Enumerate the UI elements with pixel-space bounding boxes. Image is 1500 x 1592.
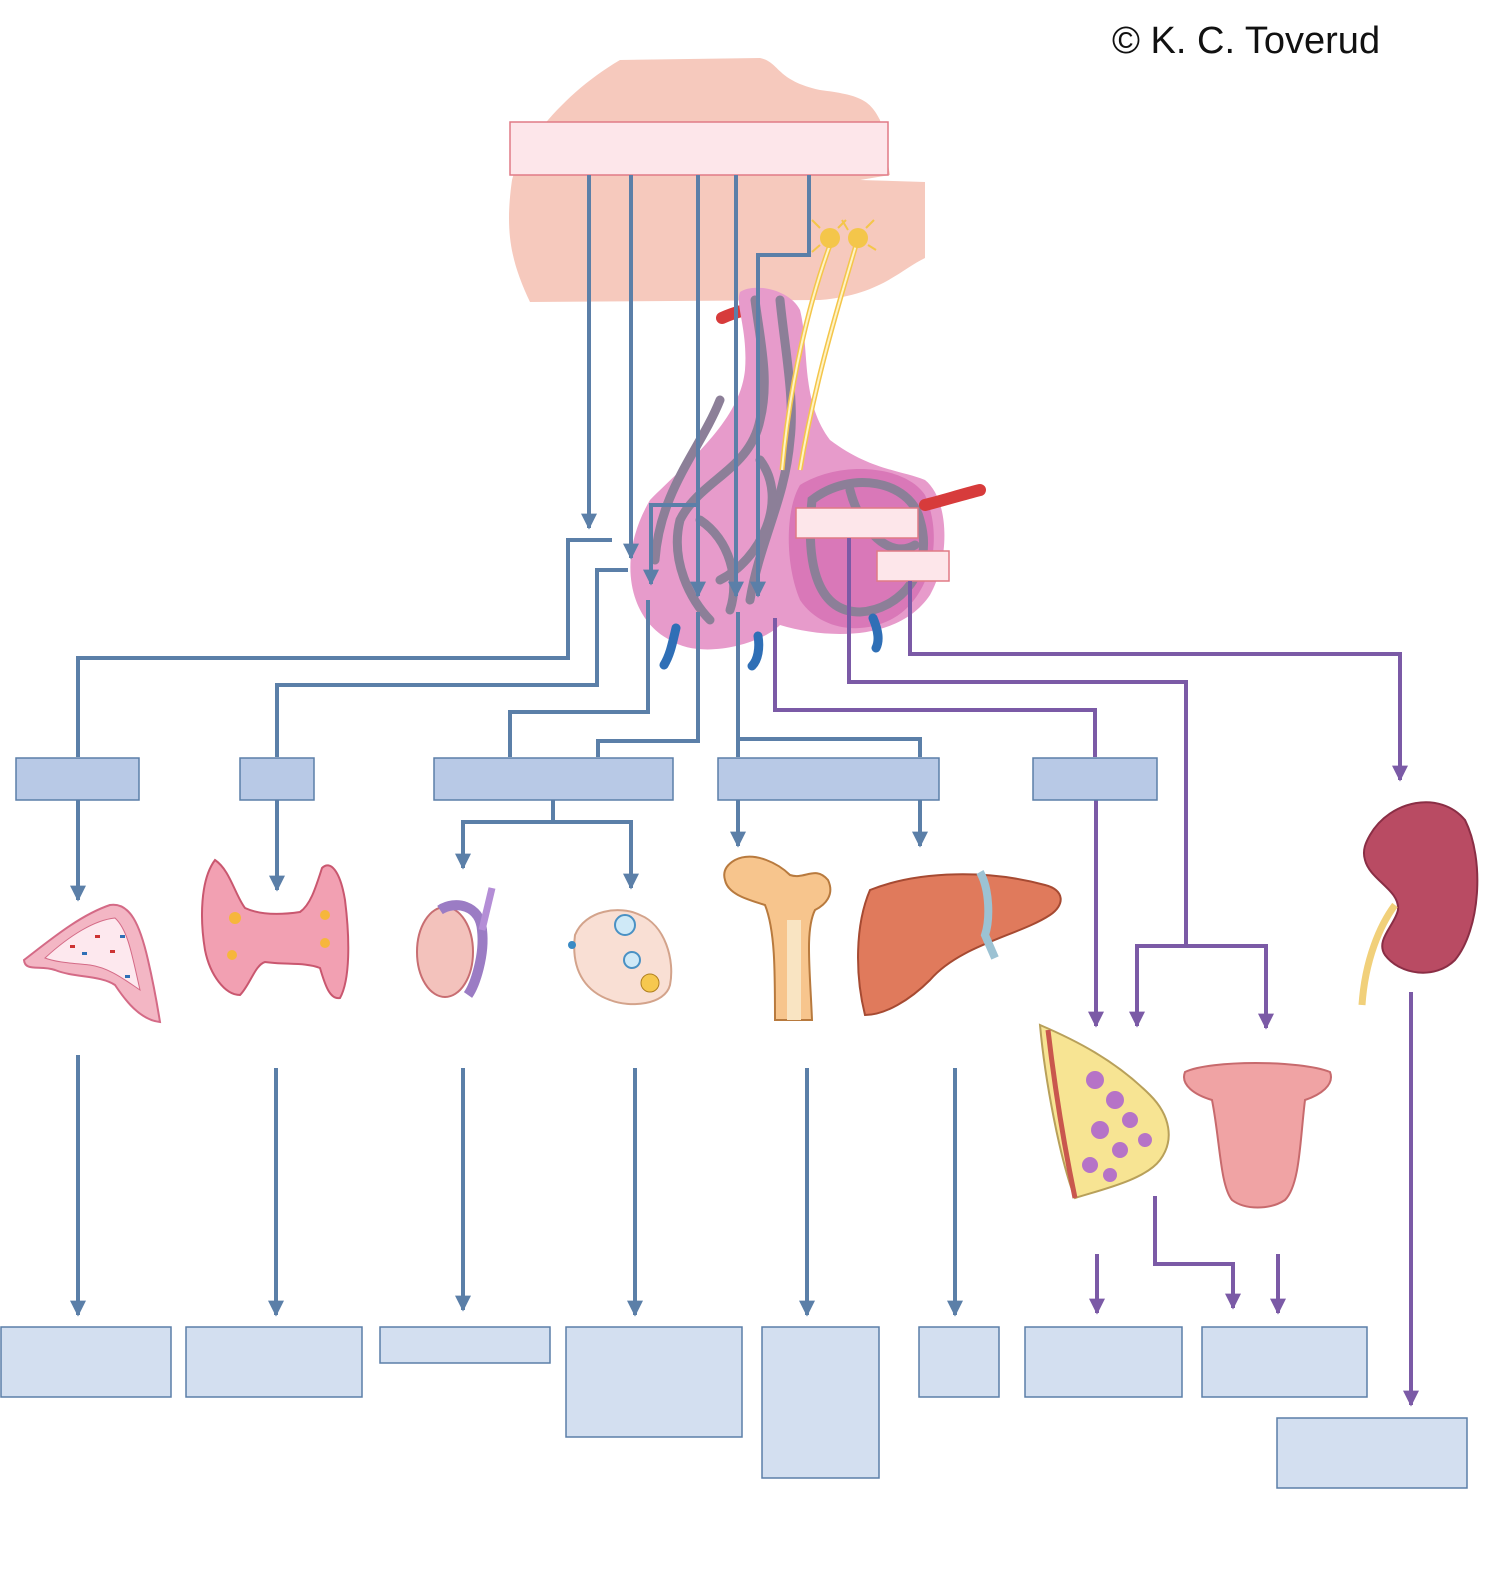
- tsh-label-box: [239, 757, 315, 801]
- liver: [857, 870, 1062, 1017]
- answer-box-kidney: [1276, 1417, 1468, 1489]
- answer-boxes: [0, 1326, 1468, 1489]
- answer-box-adrenal: [0, 1326, 172, 1398]
- posterior-hormone-paths: [773, 538, 1419, 1407]
- ovary: [568, 909, 673, 1006]
- answer-box-bone: [761, 1326, 880, 1479]
- kidney: [1358, 801, 1479, 1006]
- answer-box-mammary: [1024, 1326, 1183, 1398]
- acth-label-box: [15, 757, 140, 801]
- portal-vessels: [650, 295, 929, 625]
- thyroid: [201, 858, 350, 1000]
- answer-box-testis: [379, 1326, 551, 1364]
- adrenal-cortex: [22, 903, 162, 1024]
- oxytocin-label-box: [795, 507, 919, 539]
- veins: [659, 613, 883, 671]
- answer-box-thyroid: [185, 1326, 363, 1398]
- bone: [723, 855, 832, 1021]
- uterus: [1183, 1062, 1332, 1209]
- prolactin-label-box: [1032, 757, 1158, 801]
- releasing-hormone-paths: [581, 175, 811, 598]
- hypothalamus: [509, 58, 925, 302]
- gh-label-box: [717, 757, 940, 801]
- hypothalamus-label-box: [509, 121, 889, 176]
- gonadotropin-label-box: [433, 757, 674, 801]
- answer-box-ovary: [565, 1326, 743, 1438]
- answer-box-liver: [918, 1326, 1000, 1398]
- tropic-hormone-paths: [76, 538, 922, 757]
- mammary-gland: [1038, 1023, 1170, 1200]
- answer-box-uterus: [1201, 1326, 1368, 1398]
- copyright-notice: © K. C. Toverud: [1112, 20, 1381, 62]
- adh-label-box: [876, 550, 950, 582]
- testis: [416, 887, 496, 998]
- artery-right: [919, 484, 986, 511]
- target-arrows: [70, 800, 963, 1317]
- hormone-label-boxes: [15, 757, 1158, 801]
- neurosecretory-neurons: [779, 219, 877, 471]
